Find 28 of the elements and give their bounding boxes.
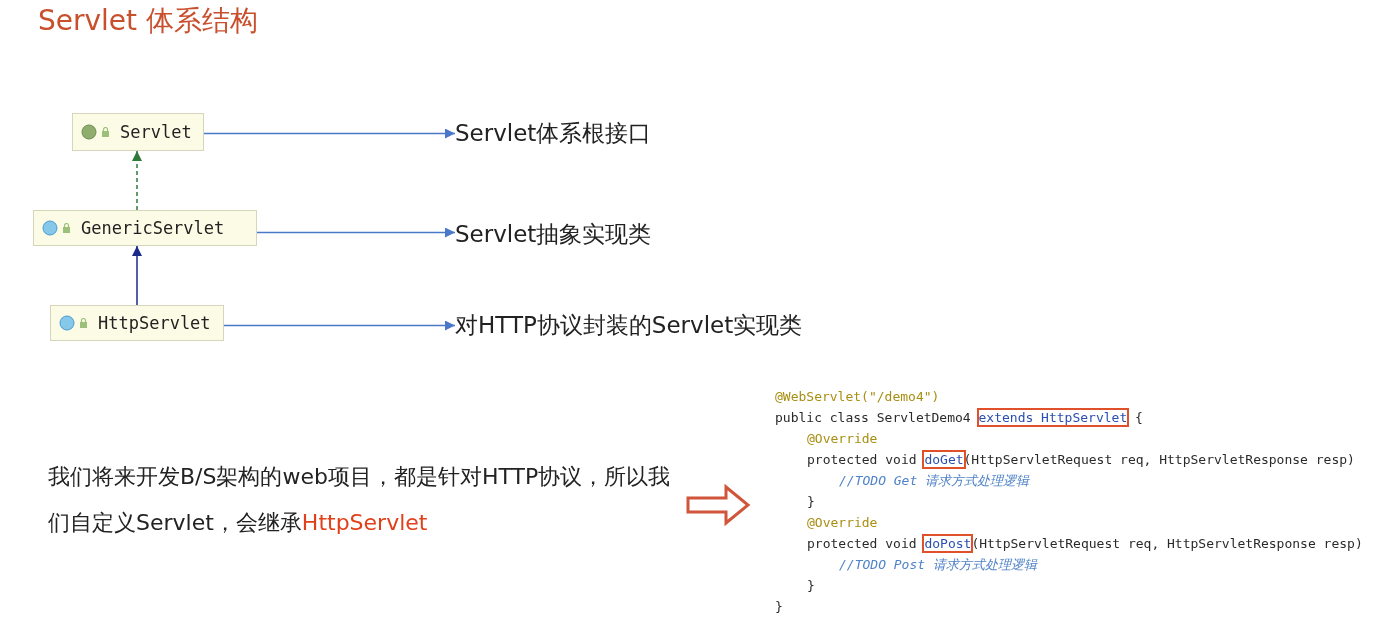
code-line: //TODO Get 请求方式处理逻辑 (838, 472, 1031, 490)
code-line: @Override (806, 430, 879, 448)
title: Servlet 体系结构 (38, 3, 258, 39)
code-line: @Override (806, 514, 879, 532)
arrow (256, 227, 456, 238)
class-box (50, 305, 224, 341)
class-name: GenericServlet (81, 218, 225, 238)
code-line: protected void doPost(HttpServletRequest req, HttpServletResponse resp) (806, 535, 1364, 553)
arrow (203, 128, 456, 139)
code-line: } (806, 493, 816, 511)
code-line: public class ServletDemo4 extends HttpServlet { (774, 409, 1144, 427)
description-text: Servlet抽象实现类 (455, 219, 652, 250)
code-line: //TODO Post 请求方式处理逻辑 (838, 556, 1039, 574)
code-line: @WebServlet("/demo4") (774, 388, 941, 406)
code-line: } (806, 577, 816, 595)
arrow (223, 320, 456, 331)
arrow (132, 245, 142, 306)
class-name: HttpServlet (98, 313, 211, 333)
arrow (132, 150, 142, 211)
class-box (33, 210, 257, 246)
class-box (72, 113, 204, 151)
code-line: protected void doGet(HttpServletRequest req, HttpServletResponse resp) (806, 451, 1356, 469)
code-line: } (774, 598, 784, 616)
block-arrow (686, 483, 751, 527)
description-text: Servlet体系根接口 (455, 118, 652, 149)
description-text: 对HTTP协议封装的Servlet实现类 (455, 310, 803, 341)
paragraph: 我们将来开发B/S架构的web项目，都是针对HTTP协议，所以我们自定义Servlet，会继承HttpServlet (48, 454, 688, 546)
class-name: Servlet (120, 122, 192, 142)
